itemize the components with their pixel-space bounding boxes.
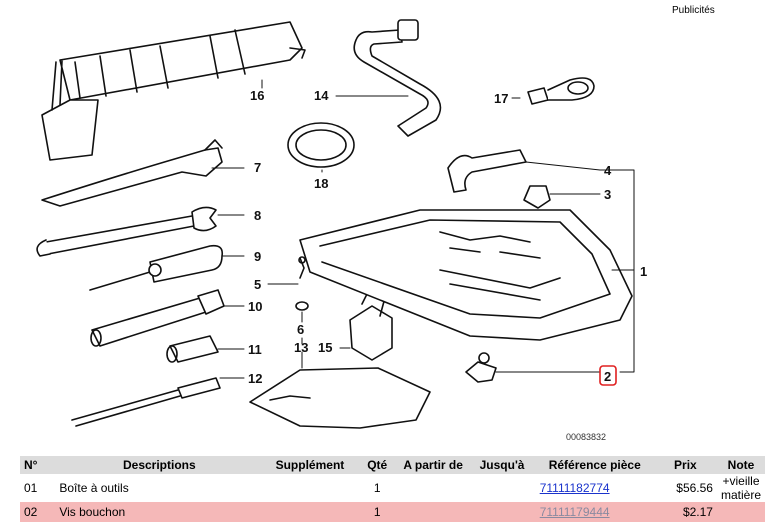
- row-price: $2.17: [653, 502, 717, 522]
- parts-diagram: 16 14 17 18 7 8 9 10 11 12 5 6 13 15 4 3…: [36, 19, 647, 442]
- callout-11[interactable]: 11: [248, 342, 262, 357]
- part-8-spanner[interactable]: [36, 206, 217, 257]
- col-supplement: Supplément: [263, 456, 357, 474]
- part-reference-link[interactable]: 71111179444: [539, 505, 610, 519]
- leader-lines: [211, 79, 635, 379]
- part-6-nut[interactable]: [295, 301, 309, 311]
- row-to: [468, 474, 535, 502]
- callout-15[interactable]: 15: [318, 340, 332, 355]
- callout-16[interactable]: 16: [250, 88, 264, 103]
- callout-1[interactable]: 1: [640, 264, 647, 279]
- callout-17[interactable]: 17: [494, 91, 508, 106]
- row-description: Boîte à outils: [59, 481, 129, 495]
- callout-5[interactable]: 5: [254, 277, 261, 292]
- callout-18[interactable]: 18: [314, 176, 328, 191]
- row-number: 01: [24, 481, 38, 495]
- col-price: Prix: [653, 456, 717, 474]
- part-16-tool-roll[interactable]: [41, 21, 306, 161]
- part-4-strap[interactable]: [447, 149, 527, 193]
- part-18-ring[interactable]: [287, 122, 355, 168]
- table-row[interactable]: 02 Vis bouchon 1 71111179444 $2.17: [20, 502, 765, 522]
- callout-6[interactable]: 6: [297, 322, 304, 337]
- row-supplement: [263, 474, 356, 502]
- col-reference: Référence pièce: [535, 456, 654, 474]
- col-from: A partir de: [397, 456, 469, 474]
- ads-label: Publicités: [672, 5, 715, 16]
- col-to: Jusqu'à: [468, 456, 536, 474]
- callout-3[interactable]: 3: [604, 187, 611, 202]
- row-supplement: [263, 502, 357, 522]
- row-from: [398, 474, 468, 502]
- part-11-socket[interactable]: [166, 335, 219, 363]
- col-description: Descriptions: [55, 456, 264, 474]
- row-reference-cell: 71111179444: [535, 502, 654, 522]
- part-1-tool-box[interactable]: [299, 209, 633, 341]
- col-note: Note: [716, 456, 765, 474]
- col-number: N°: [20, 456, 56, 474]
- row-note: +vieille matière: [720, 474, 761, 502]
- row-to: [468, 502, 536, 522]
- callout-4[interactable]: 4: [604, 163, 612, 178]
- part-5-screw[interactable]: [298, 256, 306, 279]
- part-9-screwdriver[interactable]: [89, 244, 224, 291]
- part-2-plug-screw[interactable]: [465, 352, 497, 383]
- row-reference-cell: 71111182774: [536, 474, 654, 502]
- row-description: Vis bouchon: [55, 502, 264, 522]
- part-14-wheel-brace[interactable]: [353, 19, 442, 137]
- callout-13[interactable]: 13: [294, 340, 308, 355]
- selected-callout-frame: [599, 365, 617, 386]
- part-10-socket-bar[interactable]: [90, 289, 225, 347]
- row-from: [397, 502, 469, 522]
- row-quantity: 1: [356, 502, 398, 522]
- callout-10[interactable]: 10: [248, 299, 262, 314]
- row-quantity: 1: [373, 481, 381, 495]
- table-header-row: N° Descriptions Supplément Qté A partir …: [20, 456, 765, 474]
- row-price: $56.56: [676, 481, 713, 495]
- callout-9[interactable]: 9: [254, 249, 261, 264]
- table-row[interactable]: 01 Boîte à outils 1 71111182774 $56.56 +…: [20, 474, 765, 502]
- part-13-cloth-bag[interactable]: [249, 367, 431, 429]
- part-reference-link[interactable]: 71111182774: [539, 481, 610, 495]
- callout-8[interactable]: 8: [254, 208, 261, 223]
- callout-12[interactable]: 12: [248, 371, 262, 386]
- row-number: 02: [20, 502, 56, 522]
- col-quantity: Qté: [356, 456, 398, 474]
- parts-table: N° Descriptions Supplément Qté A partir …: [20, 456, 765, 522]
- part-3-retainer[interactable]: [523, 185, 551, 209]
- drawing-code: 00083832: [566, 432, 606, 442]
- row-note: [716, 502, 765, 522]
- callout-14[interactable]: 14: [314, 88, 329, 103]
- part-12-punch[interactable]: [71, 377, 221, 427]
- callout-7[interactable]: 7: [254, 160, 261, 175]
- part-7-pliers[interactable]: [41, 139, 223, 207]
- callout-2[interactable]: 2: [604, 369, 611, 384]
- part-17-tow-eye[interactable]: [527, 77, 595, 105]
